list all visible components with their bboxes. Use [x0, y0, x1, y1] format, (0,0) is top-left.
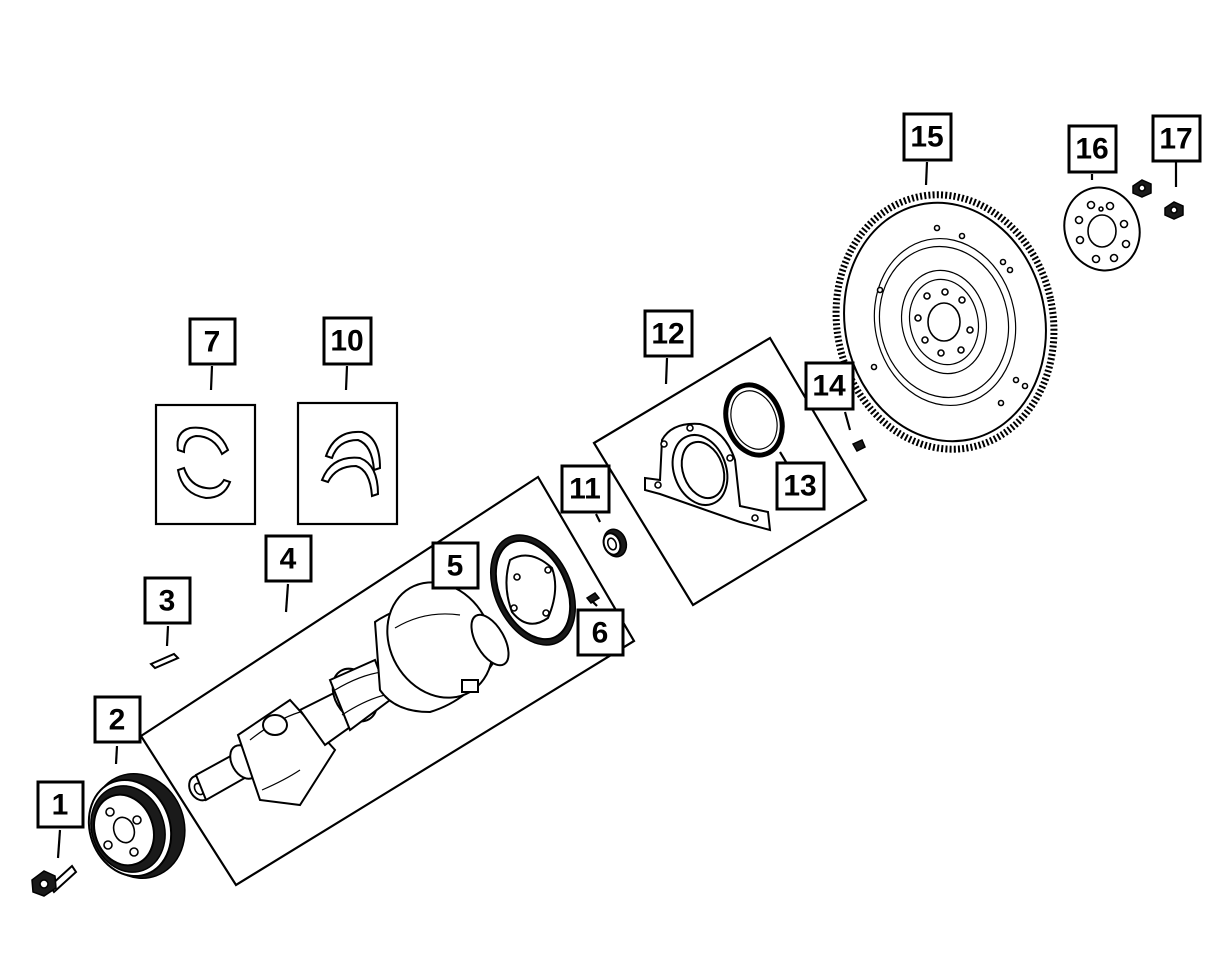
callout-12-label: 12: [651, 318, 684, 351]
callout-7-label: 7: [204, 326, 221, 359]
group-frame-crankshaft: [139, 475, 636, 887]
callout-4-label: 4: [280, 543, 297, 576]
callout-13: 13: [775, 461, 826, 511]
flywheel-dowel-part: [851, 439, 866, 452]
callout-14: 14: [804, 361, 855, 411]
callout-17: 17: [1151, 114, 1202, 163]
callout-6-label: 6: [592, 617, 609, 650]
pilot-bearing-part: [602, 528, 628, 558]
callout-16: 16: [1067, 124, 1118, 174]
thrust-bearing-part: [320, 430, 382, 498]
callout-11: 11: [560, 464, 611, 514]
group-frame-rear-seal: [592, 336, 868, 607]
rear-seal-retainer-part: [644, 422, 772, 532]
tone-wheel-part: [489, 534, 577, 646]
flexplate-adapter-part: [1063, 186, 1141, 272]
callout-5-label: 5: [447, 550, 464, 583]
callout-6: 6: [576, 608, 625, 657]
callout-2-label: 2: [109, 704, 126, 737]
vibration-damper-part: [87, 773, 186, 879]
woodruff-key-part: [149, 652, 180, 670]
flywheel-part: [832, 191, 1058, 453]
callout-10: 10: [322, 316, 373, 366]
group-frame-main-bearings: [154, 403, 257, 526]
callout-2: 2: [93, 695, 142, 744]
callout-12: 12: [643, 309, 694, 358]
callout-7: 7: [188, 317, 237, 366]
leader-lines: [56, 161, 1178, 859]
callout-11-label: 11: [569, 473, 601, 506]
tone-wheel-screw-part: [585, 592, 601, 607]
crank-bolt-part: [31, 864, 78, 897]
callout-15: 15: [902, 112, 953, 162]
callout-17-label: 17: [1159, 123, 1192, 156]
callout-5: 5: [431, 541, 480, 590]
callout-10-label: 10: [330, 325, 363, 358]
crankshaft-part: [188, 581, 510, 807]
callout-3-label: 3: [159, 585, 176, 618]
rear-seal-part: [723, 382, 785, 458]
callout-13-label: 13: [783, 470, 816, 503]
main-bearing-part: [176, 426, 232, 500]
callout-1: 1: [36, 780, 85, 829]
callout-3: 3: [143, 576, 192, 625]
flexplate-bolt-part: [1132, 179, 1184, 220]
group-frame-thrust-bearings: [296, 401, 399, 526]
callout-14-label: 14: [812, 370, 846, 403]
callout-16-label: 16: [1075, 133, 1108, 166]
callout-1-label: 1: [52, 789, 69, 822]
callout-15-label: 15: [910, 121, 943, 154]
callout-4: 4: [264, 534, 313, 583]
